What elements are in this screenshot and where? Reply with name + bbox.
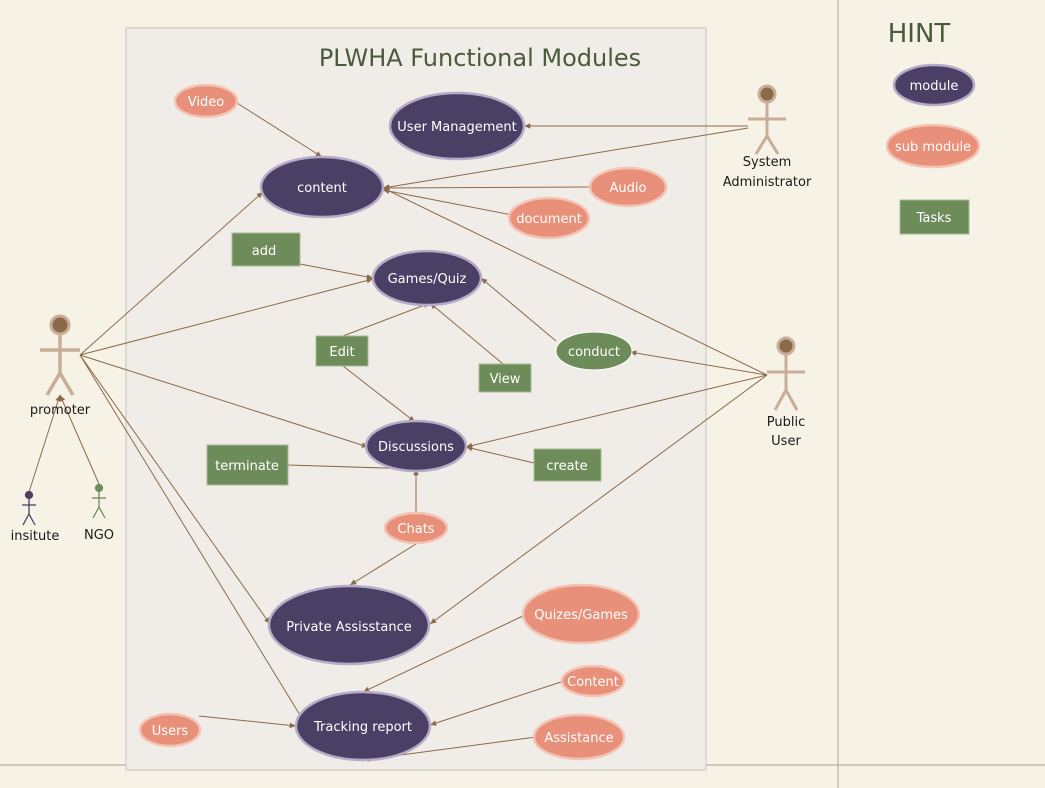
edge-edit-games (342, 302, 431, 337)
submodule-chats[interactable]: Chats (383, 511, 449, 545)
edge-public-discussions (465, 374, 768, 449)
edge-audio-content (382, 185, 591, 191)
edge-users-tracking (198, 715, 297, 729)
edge-promoter-content (79, 191, 264, 356)
module-tracking-report-label: Tracking report (313, 720, 412, 735)
actor-insitute-label: insitute (11, 529, 60, 544)
actor-system-administrator-label-1: System (743, 155, 791, 170)
module-user-management[interactable]: User Management (388, 91, 526, 161)
module-discussions-label: Discussions (378, 440, 454, 455)
submodule-content-label: Content (567, 675, 619, 690)
edge-admin-content (382, 127, 749, 190)
module-private-assistance-label: Private Assisstance (286, 620, 412, 635)
actor-system-administrator-label-2: Administrator (723, 175, 812, 190)
actor-insitute[interactable] (22, 490, 36, 526)
submodule-audio[interactable]: Audio (588, 166, 668, 208)
submodule-quizes-games[interactable]: Quizes/Games (521, 583, 641, 645)
actor-ngo[interactable] (92, 483, 106, 519)
task-add[interactable]: add (231, 232, 301, 267)
module-games-quiz-label: Games/Quiz (388, 272, 467, 287)
submodule-conduct-label: conduct (568, 345, 620, 360)
module-user-management-label: User Management (397, 120, 516, 135)
hint-task: Tasks (899, 199, 970, 235)
submodule-video-label: Video (188, 95, 224, 110)
task-create-label: create (546, 459, 587, 474)
task-terminate-label: terminate (215, 459, 279, 474)
edge-promoter-tracking (79, 354, 304, 721)
module-content[interactable]: content (259, 155, 385, 219)
edge-video-content (236, 102, 323, 158)
edge-create-discussions (465, 445, 535, 464)
task-create[interactable]: create (533, 448, 602, 482)
hint-heading: HINT (888, 19, 951, 49)
edge-view-games (429, 302, 504, 365)
module-discussions[interactable]: Discussions (364, 419, 468, 473)
task-add-label: add (252, 244, 276, 259)
edge-promoter-private (79, 354, 271, 625)
submodule-document-label: document (516, 212, 582, 227)
edge-public-content (382, 187, 768, 376)
module-private-assistance[interactable]: Private Assisstance (267, 584, 431, 666)
actor-ngo-label: NGO (84, 528, 114, 543)
module-tracking-report[interactable]: Tracking report (294, 690, 432, 762)
actor-public-user-label-1: Public (767, 415, 805, 430)
submodule-document[interactable]: document (507, 196, 591, 240)
hint-task-label: Tasks (916, 211, 952, 226)
task-terminate[interactable]: terminate (206, 444, 289, 486)
submodule-content[interactable]: Content (560, 664, 626, 698)
task-view[interactable]: View (478, 363, 532, 393)
hint-legend: HINT module sub module Tasks (885, 19, 981, 235)
diagram-title: PLWHA Functional Modules (319, 44, 641, 72)
actor-public-user-label-2: User (771, 434, 801, 449)
actor-promoter[interactable] (40, 314, 80, 396)
submodule-chats-label: Chats (397, 522, 434, 537)
edge-public-private (429, 374, 768, 625)
edge-quizes-tracking (362, 613, 528, 693)
hint-module-label: module (910, 79, 959, 94)
edge-public-conduct (629, 350, 768, 376)
actor-system-administrator[interactable] (748, 84, 786, 155)
module-content-label: content (297, 181, 347, 196)
edge-edit-discussions (342, 365, 416, 423)
edge-conduct-games (480, 277, 557, 342)
task-view-label: View (490, 372, 521, 387)
submodule-conduct[interactable]: conduct (555, 331, 633, 371)
actor-promoter-label: promoter (30, 403, 91, 418)
edges (28, 102, 768, 762)
actor-public-user[interactable] (767, 336, 805, 411)
module-games-quiz[interactable]: Games/Quiz (371, 249, 483, 307)
submodule-users-label: Users (152, 724, 189, 739)
submodule-assistance-label: Assistance (544, 731, 613, 746)
submodule-users[interactable]: Users (138, 712, 202, 748)
edge-promoter-games (79, 277, 374, 356)
edge-document-content (382, 188, 513, 216)
edge-contentsub-tracking (429, 680, 565, 726)
task-edit-label: Edit (329, 345, 354, 360)
edge-ngo-promoter (59, 394, 100, 485)
hint-module: module (892, 63, 976, 107)
hint-submodule: sub module (885, 123, 981, 169)
edge-insitute-promoter (28, 394, 61, 493)
submodule-audio-label: Audio (610, 181, 647, 196)
task-edit[interactable]: Edit (315, 335, 369, 367)
submodule-video[interactable]: Video (173, 83, 239, 119)
submodule-quizes-games-label: Quizes/Games (534, 608, 628, 623)
edge-chats-private (349, 543, 417, 586)
hint-submodule-label: sub module (895, 140, 971, 155)
submodule-assistance[interactable]: Assistance (532, 713, 626, 761)
edge-promoter-discussions (79, 354, 369, 448)
edge-add-games (299, 263, 374, 280)
